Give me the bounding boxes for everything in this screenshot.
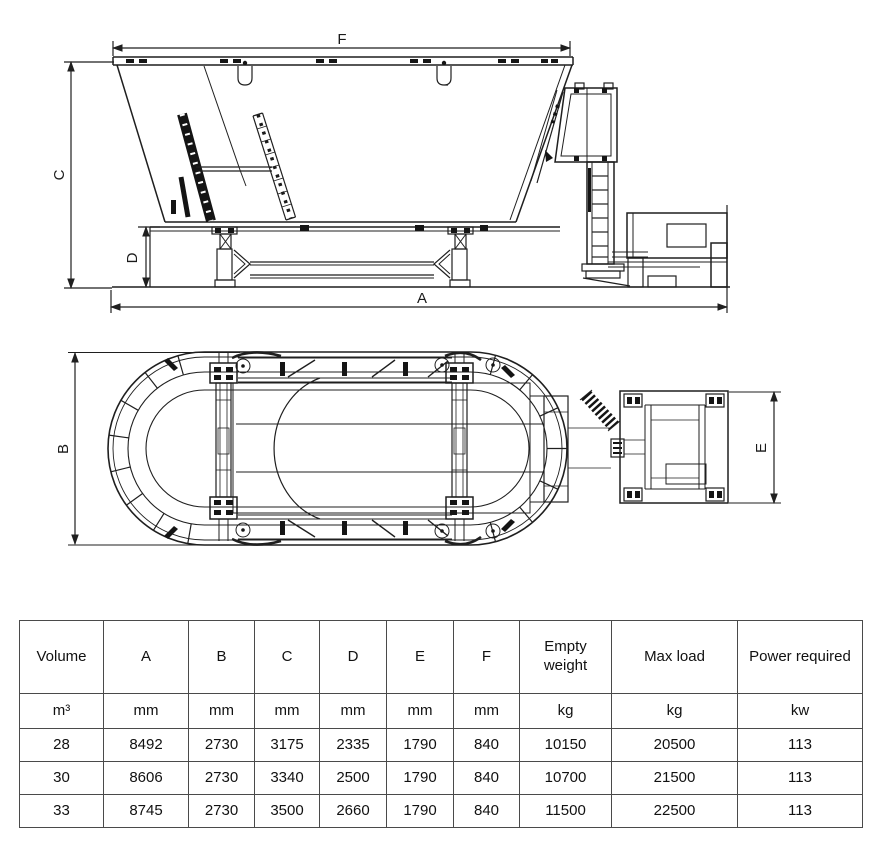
- data-cell: 2730: [188, 728, 255, 762]
- dim-label-C: C: [51, 169, 68, 180]
- data-cell: 10150: [519, 728, 612, 762]
- data-cell: 3500: [254, 794, 320, 828]
- col-header: Volume: [19, 620, 104, 694]
- rim-clamps: [126, 59, 558, 63]
- dim-C: C: [51, 60, 114, 290]
- base-frame: [112, 225, 730, 288]
- unit-cell: kw: [737, 693, 863, 729]
- data-cell: 1790: [386, 728, 454, 762]
- discharge-top: [529, 389, 625, 503]
- truss-bands: [235, 357, 501, 540]
- data-cell: 8606: [103, 761, 189, 795]
- dim-label-E: E: [753, 443, 770, 453]
- data-cell: 8745: [103, 794, 189, 828]
- table-row: 28 8492 2730 3175 2335 1790 840 10150 20…: [19, 728, 863, 762]
- dim-label-D: D: [124, 252, 141, 263]
- side-view: F C D A: [51, 31, 730, 313]
- dim-E: E: [729, 390, 781, 505]
- technical-drawing: F C D A: [51, 31, 781, 546]
- data-cell: 20500: [611, 728, 738, 762]
- hopper-interior: [171, 65, 297, 223]
- data-cell: 11500: [519, 794, 612, 828]
- unit-cell: kg: [519, 693, 612, 729]
- floor-frame: [232, 377, 543, 520]
- unit-cell: mm: [453, 693, 520, 729]
- col-header: Power required: [737, 620, 863, 694]
- unit-cell: kg: [611, 693, 738, 729]
- data-cell: 113: [737, 728, 863, 762]
- data-cell: 2335: [319, 728, 387, 762]
- rim-brackets: [237, 60, 452, 86]
- data-cell: 840: [453, 728, 520, 762]
- col-header: E: [386, 620, 454, 694]
- data-cell: 30: [19, 761, 104, 795]
- dim-label-F: F: [337, 31, 346, 48]
- dim-label-A: A: [417, 290, 427, 307]
- hopper-outline: [112, 56, 574, 223]
- data-cell: 3340: [254, 761, 320, 795]
- tub-ring: [107, 351, 568, 546]
- unit-cell: mm: [254, 693, 320, 729]
- data-cell: 1790: [386, 794, 454, 828]
- data-cell: 22500: [611, 794, 738, 828]
- dim-B: B: [55, 351, 240, 546]
- dim-F: F: [111, 31, 572, 56]
- data-cell: 33: [19, 794, 104, 828]
- data-cell: 113: [737, 761, 863, 795]
- data-cell: 2730: [188, 761, 255, 795]
- data-cell: 2730: [188, 794, 255, 828]
- data-cell: 3175: [254, 728, 320, 762]
- data-cell: 21500: [611, 761, 738, 795]
- col-header: F: [453, 620, 520, 694]
- col-header: Empty weight: [519, 620, 612, 694]
- unit-cell: mm: [319, 693, 387, 729]
- unit-cell: mm: [386, 693, 454, 729]
- data-cell: 8492: [103, 728, 189, 762]
- col-header: C: [254, 620, 320, 694]
- dim-D: D: [124, 225, 160, 289]
- data-cell: 113: [737, 794, 863, 828]
- table-row: 33 8745 2730 3500 2660 1790 840 11500 22…: [19, 794, 863, 828]
- motor-window-side: [666, 223, 707, 248]
- track-assembly-left: [209, 352, 238, 541]
- motor-window-top: [665, 463, 707, 485]
- data-cell: 10700: [519, 761, 612, 795]
- data-cell: 2500: [319, 761, 387, 795]
- data-cell: 840: [453, 794, 520, 828]
- unit-cell: mm: [188, 693, 255, 729]
- table-row: 30 8606 2730 3340 2500 1790 840 10700 21…: [19, 761, 863, 795]
- col-header: B: [188, 620, 255, 694]
- table-units-row: m³ mm mm mm mm mm mm kg kg kw: [19, 693, 863, 729]
- unit-cell: mm: [103, 693, 189, 729]
- data-cell: 2660: [319, 794, 387, 828]
- col-header: Max load: [611, 620, 738, 694]
- dim-label-B: B: [55, 444, 72, 454]
- top-view: B E: [55, 351, 781, 546]
- data-cell: 28: [19, 728, 104, 762]
- table-header-row: Volume A B C D E F Empty weight Max load…: [19, 620, 863, 694]
- col-header: D: [319, 620, 387, 694]
- data-cell: 1790: [386, 761, 454, 795]
- motor-unit-top: [619, 390, 729, 504]
- unit-cell: m³: [19, 693, 104, 729]
- spec-table: Volume A B C D E F Empty weight Max load…: [19, 620, 863, 828]
- data-cell: 840: [453, 761, 520, 795]
- track-assembly-right: [445, 352, 474, 541]
- discharge-elevator: [530, 82, 631, 287]
- dim-A: A: [109, 205, 729, 313]
- col-header: A: [103, 620, 189, 694]
- motor-unit-side: [608, 212, 728, 288]
